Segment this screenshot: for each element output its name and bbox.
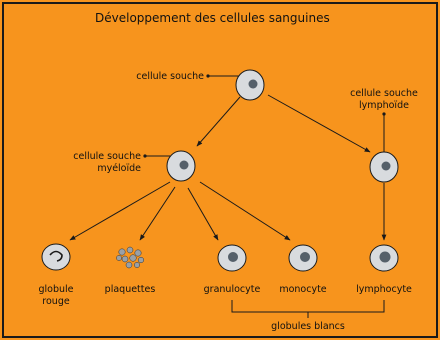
myeloid-stem-cell <box>166 150 196 182</box>
arrow-myeloid-to-platelets <box>139 186 176 241</box>
stem-cell-pointer-dot <box>206 74 210 78</box>
lymphocyte-label: lymphocyte <box>356 284 412 295</box>
lymphocyte-cell <box>369 244 399 272</box>
arrows <box>69 94 387 241</box>
white-cells-label: globules blancs <box>271 321 345 332</box>
lymphoid-label-line2: lymphoïde <box>359 100 409 111</box>
arrow-stem-to-lymphoid <box>267 94 371 153</box>
stem-cell-label: cellule souche <box>136 71 204 82</box>
arrow-myeloid-to-granulocyte <box>187 187 219 241</box>
platelets-label: plaquettes <box>105 284 156 295</box>
red-cell-label-line1: globule <box>38 284 73 295</box>
granulocyte-cell <box>217 244 247 272</box>
diagram-title: Développement des cellules sanguines <box>95 11 330 25</box>
monocyte-cell <box>288 244 318 272</box>
red-blood-cell <box>41 243 71 271</box>
granulocyte-label: granulocyte <box>204 284 261 295</box>
label-pointers <box>143 74 386 158</box>
lymphoid-stem-cell <box>369 151 399 183</box>
diagram-frame <box>2 2 438 338</box>
arrow-stem-to-myeloid <box>196 96 241 147</box>
myeloid-pointer-dot <box>143 154 147 158</box>
platelets-cluster <box>116 246 145 269</box>
stem-cell <box>235 69 265 101</box>
arrow-myeloid-to-red-cell <box>69 181 171 241</box>
lymphoid-label-line1: cellule souche <box>350 88 418 99</box>
white-cells-bracket <box>231 300 385 313</box>
monocyte-label: monocyte <box>279 284 326 295</box>
arrow-myeloid-to-monocyte <box>199 181 291 241</box>
lymphoid-pointer-dot <box>382 112 386 116</box>
myeloid-label-line1: cellule souche <box>73 151 141 162</box>
myeloid-label-line2: myéloïde <box>97 163 141 174</box>
red-cell-label-line2: rouge <box>42 296 70 307</box>
